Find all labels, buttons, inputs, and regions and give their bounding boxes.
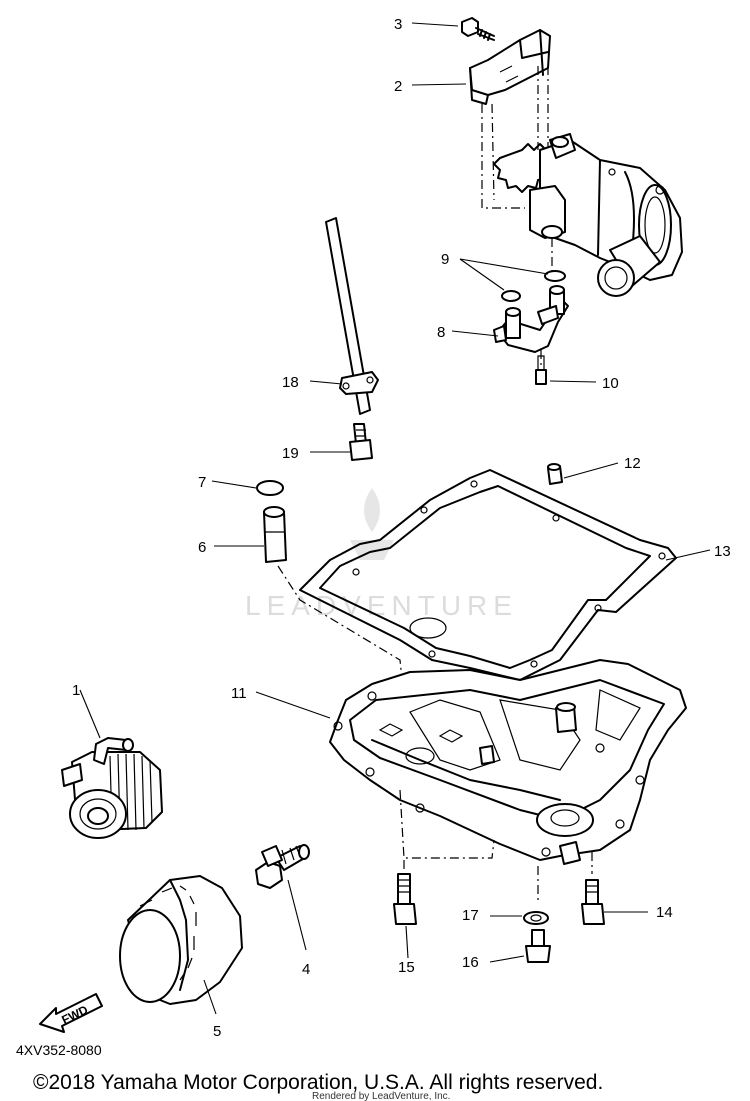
washer-part-17 [523, 911, 549, 925]
callout-13: 13 [714, 543, 731, 560]
callout-14: 14 [656, 904, 673, 921]
bolt-part-15 [393, 873, 417, 925]
bolt-part-14 [581, 879, 605, 925]
callout-12: 12 [624, 455, 641, 472]
o-rings-part-9 [501, 270, 566, 302]
callout-18: 18 [282, 374, 299, 391]
callout-7: 7 [198, 474, 206, 491]
bolt-part-19 [349, 423, 373, 461]
gasket-part-13 [299, 469, 677, 681]
callout-5: 5 [213, 1023, 221, 1040]
collar-part-6 [263, 506, 287, 563]
bolt-part-3 [461, 17, 495, 41]
callout-1: 1 [72, 682, 80, 699]
leader-lines [79, 22, 711, 1015]
watermark: LEADVENTURE [245, 488, 512, 621]
callout-6: 6 [198, 539, 206, 556]
oil-filter-part-5 [119, 875, 243, 1005]
callout-15: 15 [398, 959, 415, 976]
callout-labels: 3 2 9 8 10 18 19 7 6 12 13 11 1 4 5 15 1… [72, 16, 731, 1040]
rendered-by-text: Rendered by LeadVenture, Inc. [312, 1091, 450, 1101]
callout-4: 4 [302, 961, 310, 978]
oil-pan-part-11 [329, 659, 687, 865]
drain-bolt-part-16 [525, 929, 551, 963]
callout-10: 10 [602, 375, 619, 392]
callout-11: 11 [231, 685, 247, 702]
copyright-text: ©2018 Yamaha Motor Corporation, U.S.A. A… [33, 1071, 603, 1094]
callout-3: 3 [394, 16, 402, 33]
oil-cooler-part-1 [61, 737, 163, 839]
callout-9: 9 [441, 251, 449, 268]
bolt-part-10 [535, 355, 547, 385]
callout-16: 16 [462, 954, 479, 971]
union-bolt-part-4 [255, 844, 310, 889]
callout-17: 17 [462, 907, 479, 924]
oil-pump [493, 133, 683, 297]
bracket-part-2 [469, 29, 551, 105]
o-ring-part-7 [256, 480, 284, 496]
oil-pipe-part-8 [493, 285, 569, 353]
callout-2: 2 [394, 78, 402, 95]
diagram-code: 4XV352-8080 [16, 1042, 102, 1058]
fwd-arrow-icon: FWD [39, 993, 103, 1033]
dowel-part-12 [547, 463, 563, 485]
callout-8: 8 [437, 324, 445, 341]
dipstick-part-18 [325, 217, 379, 415]
callout-19: 19 [282, 445, 299, 462]
